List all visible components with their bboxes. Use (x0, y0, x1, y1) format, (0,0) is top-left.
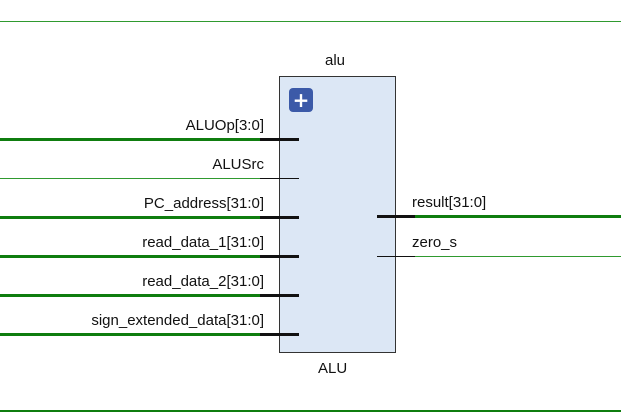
pin-sign-extended-data[interactable] (260, 333, 299, 336)
port-label-sign-extended-data: sign_extended_data[31:0] (91, 312, 264, 329)
net-alusrc[interactable] (0, 178, 260, 179)
net-read-data-2[interactable] (0, 294, 260, 297)
port-label-read-data-1: read_data_1[31:0] (142, 234, 264, 251)
pin-read-data-1[interactable] (260, 255, 299, 258)
pin-result[interactable] (377, 215, 415, 218)
module-type: ALU (318, 360, 348, 377)
pin-alusrc[interactable] (260, 178, 299, 179)
pin-aluop[interactable] (260, 138, 299, 141)
alu-block[interactable] (279, 76, 396, 353)
pin-zero-s[interactable] (377, 256, 415, 257)
pin-pc-address[interactable] (260, 216, 299, 219)
schematic-bottom-border (0, 410, 621, 412)
net-sign-extended-data[interactable] (0, 333, 260, 336)
net-pc-address[interactable] (0, 216, 260, 219)
port-label-aluop: ALUOp[3:0] (185, 117, 264, 134)
net-zero-s[interactable] (415, 256, 621, 257)
net-aluop[interactable] (0, 138, 260, 141)
port-label-result: result[31:0] (412, 194, 487, 211)
instance-name: alu (325, 52, 346, 69)
schematic-top-border (0, 21, 621, 22)
port-label-pc-address: PC_address[31:0] (143, 195, 264, 212)
port-label-alusrc: ALUSrc (212, 156, 264, 173)
net-read-data-1[interactable] (0, 255, 260, 258)
net-result[interactable] (415, 215, 621, 218)
port-label-read-data-2: read_data_2[31:0] (142, 273, 264, 290)
pin-read-data-2[interactable] (260, 294, 299, 297)
plus-icon[interactable]: + (289, 88, 313, 112)
port-label-zero-s: zero_s (412, 234, 458, 251)
